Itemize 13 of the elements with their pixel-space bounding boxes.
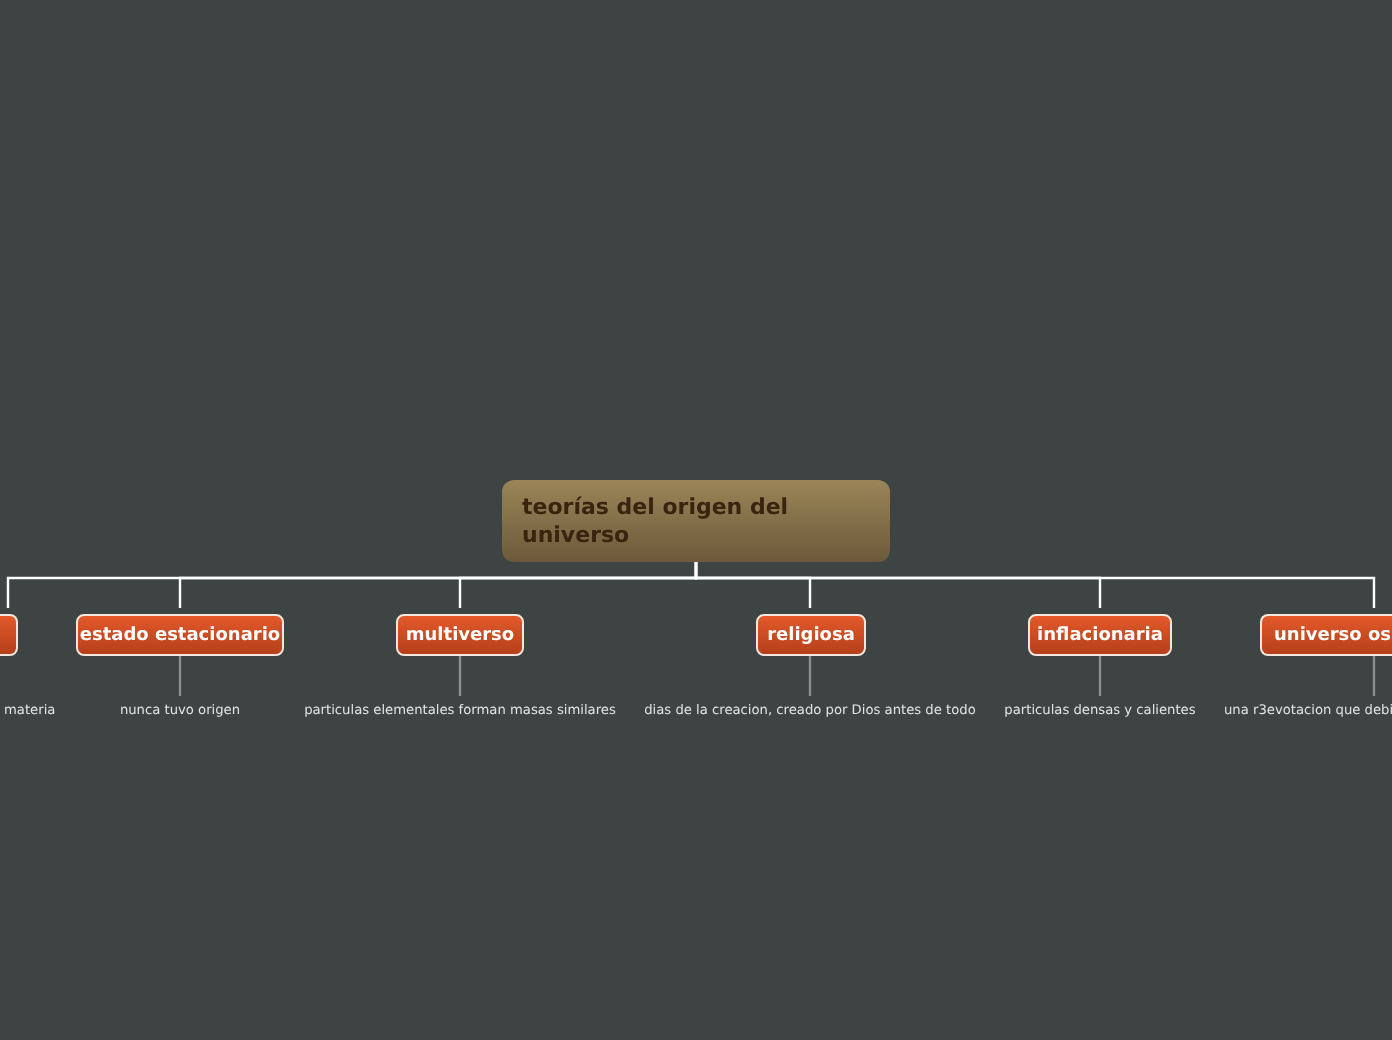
branch-box: multiverso [396,614,524,656]
branch-box: inflacionaria [1028,614,1172,656]
connector-line [178,656,182,696]
connector-line [808,656,812,696]
connector-line [1372,656,1376,696]
branch-box: universo os [1260,614,1392,656]
connector-line [694,562,1376,608]
branch-box: religiosa [756,614,866,656]
connector-line [1098,656,1102,696]
partial-branch-box [0,614,18,656]
connector-line [458,656,462,696]
topic-box: teorías del origen del universo [502,480,890,562]
branch-box: estado estacionario [76,614,284,656]
